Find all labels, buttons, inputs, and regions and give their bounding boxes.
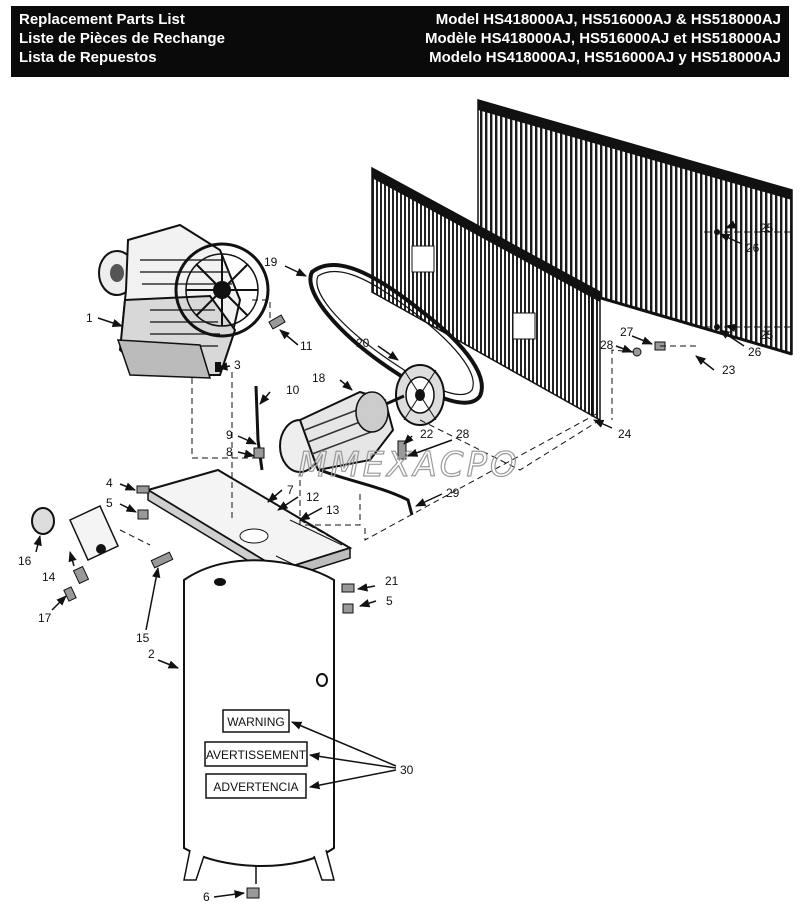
callout-10: 10 [286, 383, 300, 397]
callout-7: 7 [287, 483, 294, 497]
model-french: Modèle HS418000AJ, HS516000AJ et HS51800… [424, 30, 781, 47]
fitting-11 [268, 314, 286, 330]
parts-list-title: Replacement Parts List Liste de Pièces d… [19, 10, 225, 67]
callout-5-right: 5 [386, 594, 393, 608]
bolt-22 [397, 440, 407, 460]
callout-19: 19 [264, 255, 278, 269]
advertencia-box [205, 773, 307, 799]
callout-28-left: 28 [456, 427, 470, 441]
callout-30: 30 [400, 763, 414, 777]
warning-labels: WARNING AVERTISSEMENT ADVERTENCIA [204, 709, 308, 799]
callout-11: 11 [300, 339, 313, 353]
callout-28-right: 28 [600, 338, 614, 352]
advertencia-text: ADVERTENCIA [213, 780, 298, 794]
callout-numbers: 1 2 3 4 5 5 6 7 8 9 10 11 12 13 14 15 16… [18, 221, 774, 904]
callout-21: 21 [385, 574, 399, 588]
callout-13: 13 [326, 503, 340, 517]
callout-16: 16 [18, 554, 32, 568]
gauge-assembly [31, 504, 174, 602]
watermark: MMEXACPO [298, 445, 520, 485]
washer-28 [632, 347, 642, 357]
model-numbers: Model HS418000AJ, HS516000AJ & HS518000A… [425, 10, 781, 67]
callout-20: 20 [356, 336, 370, 350]
drive-belt [308, 262, 484, 405]
assembly-guides [119, 231, 792, 549]
callout-29: 29 [446, 486, 460, 500]
washer-4 [136, 485, 150, 494]
callout-27: 27 [620, 325, 634, 339]
callout-1: 1 [86, 311, 93, 325]
callout-14: 14 [42, 570, 56, 584]
title-french: Liste de Pièces de Rechange [19, 30, 225, 47]
callout-22: 22 [420, 427, 434, 441]
washer-21 [341, 583, 355, 593]
nut-5-right [342, 603, 354, 614]
drain-valve [246, 887, 260, 899]
electric-motor [279, 390, 414, 516]
title-spanish: Lista de Repuestos [19, 49, 157, 66]
callout-5-left: 5 [106, 496, 113, 510]
motor-pulley [395, 364, 445, 426]
title-english: Replacement Parts List [19, 11, 185, 28]
callout-15: 15 [136, 631, 150, 645]
avertissement-box [204, 741, 308, 767]
motor-cord [319, 468, 414, 516]
compressor-pump [98, 223, 286, 379]
callout-9: 9 [226, 428, 233, 442]
nut-5 [137, 509, 149, 520]
avertissement-text: AVERTISSEMENT [206, 748, 307, 762]
callout-25-bottom: 25 [760, 328, 774, 342]
callout-23: 23 [722, 363, 736, 377]
header-banner: Replacement Parts List Liste de Pièces d… [11, 6, 789, 77]
callout-4: 4 [106, 476, 113, 490]
callout-8: 8 [226, 445, 233, 459]
callout-17: 17 [38, 611, 52, 625]
fitting-8 [253, 447, 265, 459]
callout-3: 3 [234, 358, 241, 372]
warning-text: WARNING [227, 715, 285, 729]
belt-guard-front [371, 166, 601, 422]
callout-25-top: 25 [760, 221, 774, 235]
callout-18: 18 [312, 371, 326, 385]
model-spanish: Modelo HS418000AJ, HS516000AJ y HS518000… [429, 49, 781, 66]
discharge-tube [254, 385, 264, 471]
warning-box [222, 709, 290, 733]
model-english: Model HS418000AJ, HS516000AJ & HS518000A… [435, 11, 781, 28]
callout-arrows [33, 220, 745, 899]
callout-24: 24 [618, 427, 632, 441]
callout-6: 6 [203, 890, 210, 904]
callout-26-top: 26 [746, 241, 760, 255]
callout-12: 12 [306, 490, 320, 504]
callout-26-bottom: 26 [748, 345, 762, 359]
callout-2: 2 [148, 647, 155, 661]
